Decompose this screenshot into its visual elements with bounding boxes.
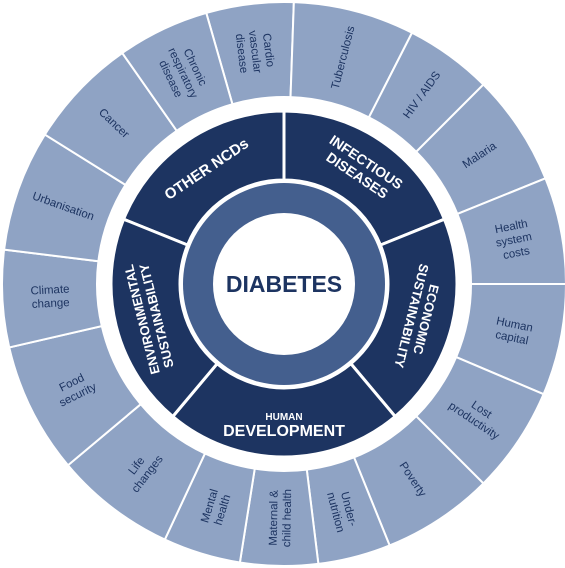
outer-label-maternal-child-health: Maternal &child health — [268, 489, 295, 548]
outer-label-line: costs — [502, 245, 531, 262]
outer-label-line: disease — [233, 33, 250, 74]
outer-label-line: change — [32, 297, 70, 311]
center-label: DIABETES — [226, 271, 342, 297]
center-circle — [213, 213, 355, 355]
inner-segment-human-development — [170, 361, 398, 459]
outer-label-cardio-vascular-disease: Cardiovasculardisease — [233, 28, 277, 75]
inner-label-line: DEVELOPMENT — [223, 423, 345, 440]
outer-segment-chronic-respiratory-disease — [120, 11, 234, 133]
outer-label-line: Cardio — [260, 33, 276, 68]
outer-label-climate-change: Climatechange — [30, 283, 70, 311]
inner-segment-environmental-sustainability — [109, 217, 220, 419]
inner-label-line: HUMAN — [265, 412, 302, 423]
outer-label-line: Maternal & — [268, 490, 281, 546]
outer-label-line: Climate — [30, 283, 70, 297]
outer-label-line: child health — [281, 489, 294, 547]
outer-label-line: vascular — [246, 30, 263, 74]
